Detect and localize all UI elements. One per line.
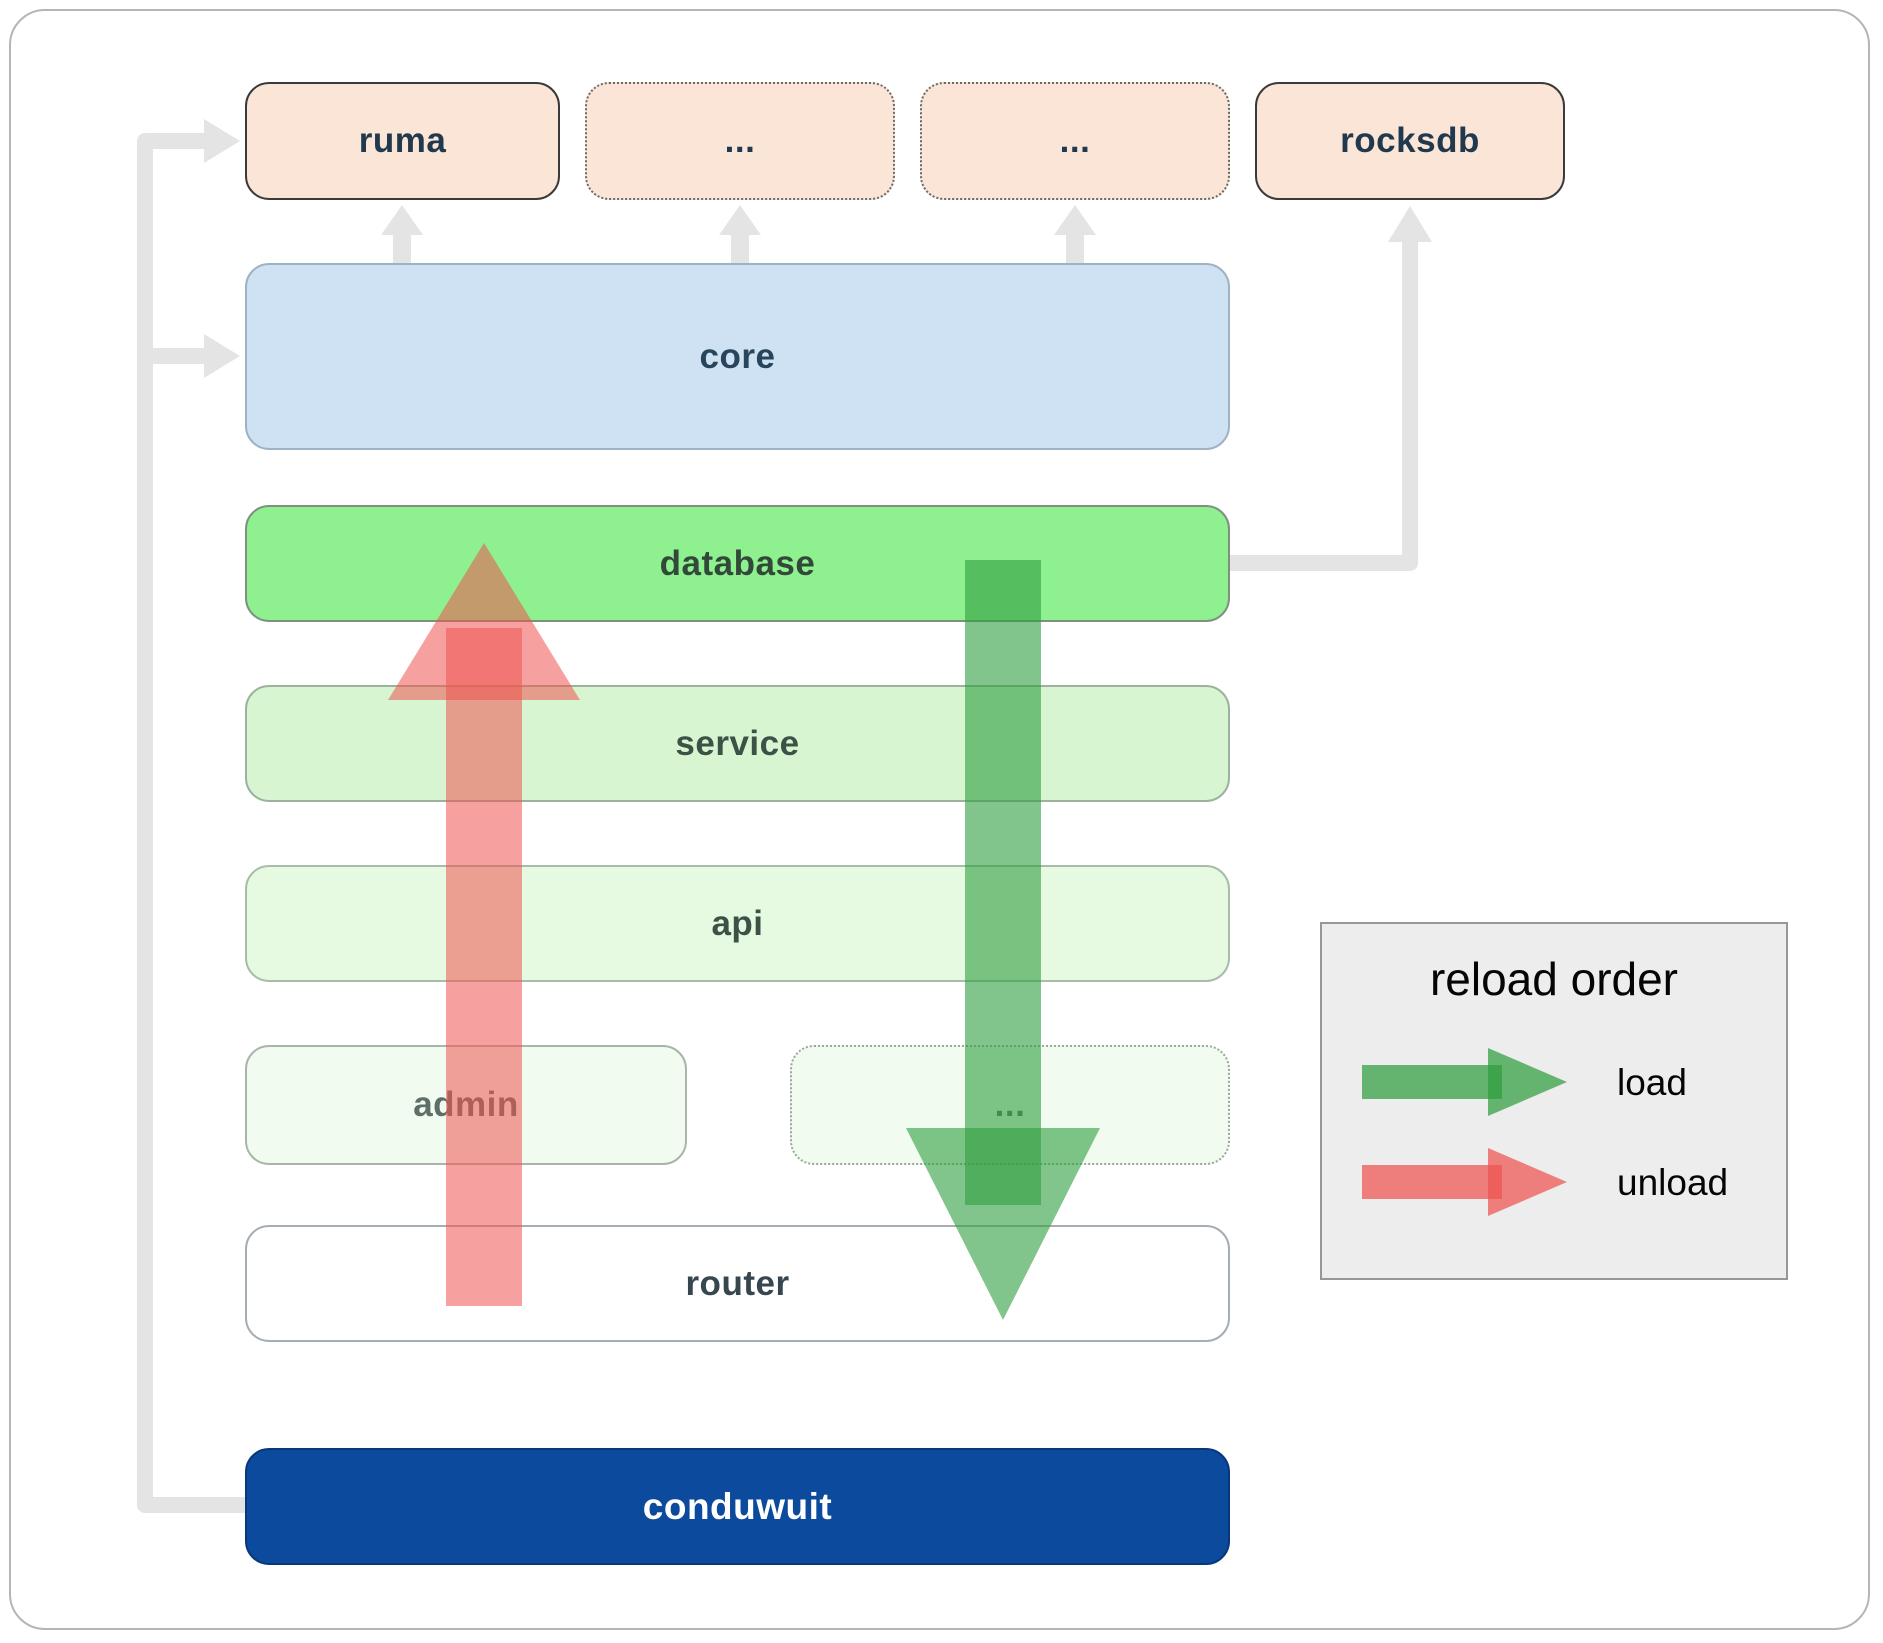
- box-ruma-label: ruma: [358, 121, 447, 160]
- legend-unload-arrow-icon: [1362, 1148, 1567, 1216]
- legend-unload-label: unload: [1617, 1162, 1729, 1203]
- legend-load-label: load: [1617, 1062, 1687, 1103]
- arrowhead-into-rocksdb-icon: [1388, 206, 1432, 242]
- core-to-module1-arrow-shaft: [731, 233, 749, 265]
- box-module-1-label: ...: [724, 121, 756, 160]
- layer-admin-label: admin: [413, 1085, 519, 1124]
- layer-admin: admin: [245, 1045, 687, 1165]
- layer-admin-more-label: ...: [994, 1085, 1026, 1124]
- conduwuit-to-ruma-connector: [137, 133, 245, 1513]
- layer-database: database: [245, 505, 1230, 622]
- layer-conduwuit: conduwuit: [245, 1448, 1230, 1565]
- layer-router-label: router: [685, 1263, 790, 1303]
- layer-service: service: [245, 685, 1230, 802]
- layer-router: router: [245, 1225, 1230, 1342]
- core-to-module2-arrowhead-icon: [1054, 205, 1096, 235]
- layer-core-label: core: [699, 336, 776, 376]
- arrowhead-into-core-icon: [204, 334, 240, 378]
- layer-service-label: service: [675, 723, 800, 763]
- layer-admin-more: ...: [790, 1045, 1230, 1165]
- legend-load-arrow-icon: [1362, 1048, 1567, 1116]
- core-to-ruma-arrow-shaft: [393, 233, 411, 265]
- box-module-2-label: ...: [1059, 121, 1091, 160]
- core-to-module2-arrow-shaft: [1066, 233, 1084, 265]
- layer-conduwuit-label: conduwuit: [642, 1485, 833, 1527]
- layer-api: api: [245, 865, 1230, 982]
- database-to-rocksdb-connector: [1230, 240, 1418, 571]
- core-to-ruma-arrowhead-icon: [381, 205, 423, 235]
- layer-database-label: database: [659, 543, 816, 583]
- core-to-module1-arrowhead-icon: [719, 205, 761, 235]
- outer-frame: [9, 9, 1870, 1630]
- layer-api-label: api: [711, 903, 764, 943]
- legend: reload order load unload: [1320, 922, 1788, 1280]
- box-module-2: ...: [920, 82, 1230, 200]
- box-rocksdb: rocksdb: [1255, 82, 1565, 200]
- layer-core: core: [245, 263, 1230, 450]
- box-rocksdb-label: rocksdb: [1340, 121, 1480, 160]
- box-ruma: ruma: [245, 82, 560, 200]
- legend-title: reload order: [1429, 953, 1679, 1005]
- arrowhead-into-ruma-icon: [204, 119, 240, 163]
- box-module-1: ...: [585, 82, 895, 200]
